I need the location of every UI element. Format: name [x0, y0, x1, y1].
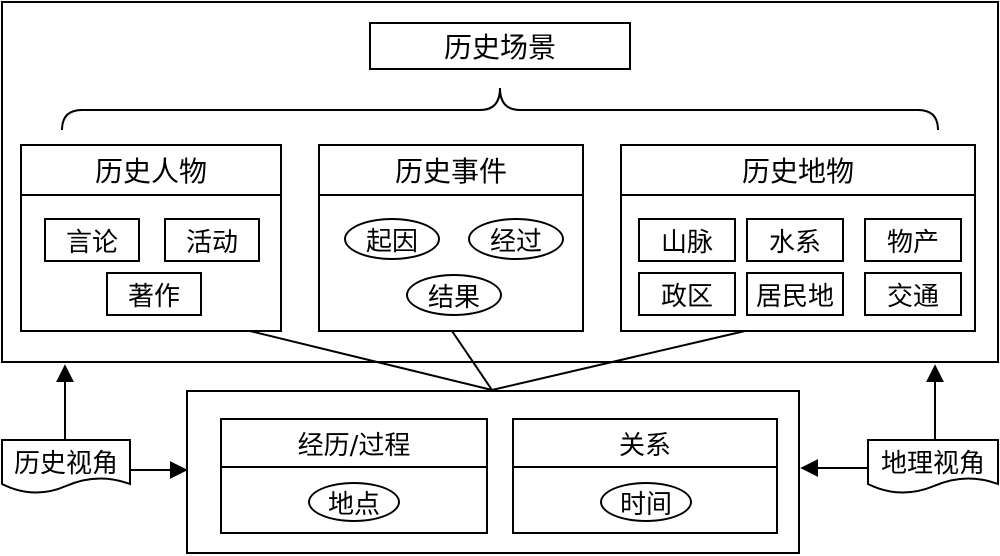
item-waters: 水系 [746, 218, 844, 262]
item-districts: 政区 [638, 272, 736, 316]
scene-title-box: 历史场景 [369, 22, 631, 70]
item-process: 经过 [468, 218, 564, 260]
relation-title: 关系 [514, 420, 776, 468]
doc-shape-history [1, 439, 131, 494]
connector-figures [249, 330, 493, 391]
panel-historical-places: 历史地物 山脉 水系 物产 政区 居民地 交通 [620, 144, 976, 332]
bottom-box: 经历/过程 地点 关系 时间 [186, 390, 800, 554]
item-mountains: 山脉 [638, 218, 736, 262]
experience-title: 经历/过程 [222, 420, 486, 468]
relation-panel: 关系 时间 [512, 418, 778, 534]
item-products: 物产 [864, 218, 962, 262]
panel-historical-events: 历史事件 起因 经过 结果 [318, 144, 584, 332]
panel-historical-figures: 历史人物 言论 活动 著作 [20, 144, 282, 332]
item-transport: 交通 [864, 272, 962, 316]
experience-panel: 经历/过程 地点 [220, 418, 488, 534]
panel-title: 历史地物 [622, 146, 974, 196]
geography-perspective-label: 地理视角 [880, 448, 985, 479]
item-activity: 活动 [164, 218, 260, 262]
connector-events [451, 330, 493, 391]
scene-frame [1, 1, 999, 363]
item-settlements: 居民地 [746, 272, 844, 316]
item-works: 著作 [106, 272, 202, 316]
item-location: 地点 [308, 482, 400, 522]
connector-places [491, 330, 746, 391]
grouping-brace [61, 87, 939, 131]
panel-title: 历史事件 [320, 146, 582, 196]
item-time: 时间 [600, 482, 692, 522]
history-perspective-label: 历史视角 [13, 448, 118, 479]
item-result: 结果 [406, 274, 502, 316]
scene-title: 历史场景 [443, 31, 556, 64]
doc-shape-geography [867, 439, 999, 494]
panel-title: 历史人物 [22, 146, 280, 196]
item-speech: 言论 [44, 218, 140, 262]
item-cause: 起因 [344, 218, 440, 260]
